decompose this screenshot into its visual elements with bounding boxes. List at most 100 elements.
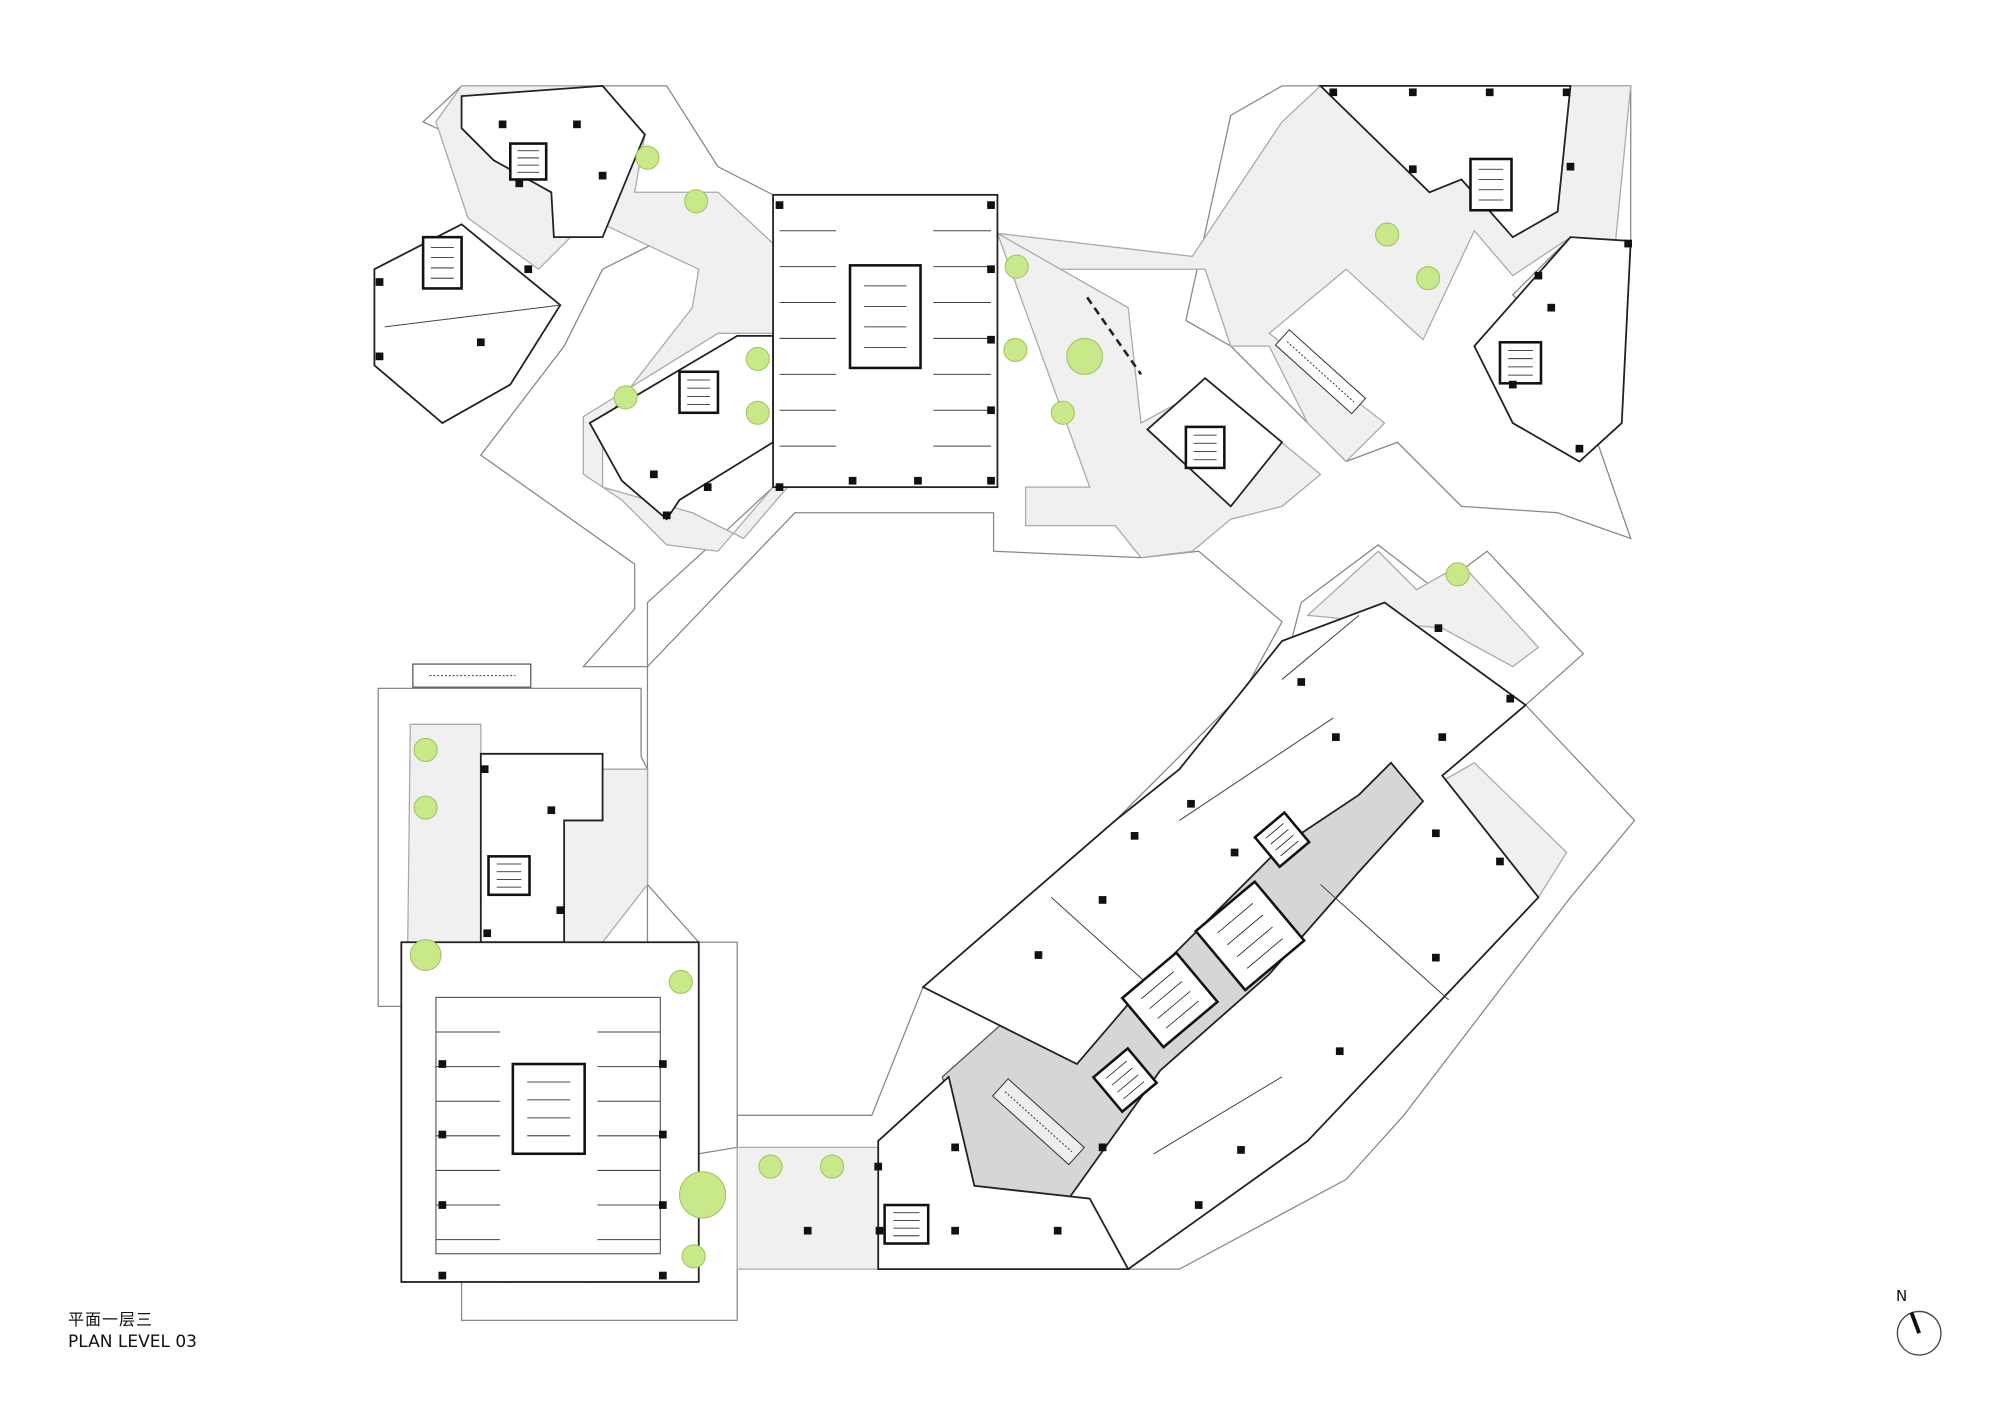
column-marker [987,476,995,485]
stair-outline [509,142,548,181]
stair-outline [421,235,463,290]
north-arrow [1896,1310,1942,1356]
tree-icon [681,1244,706,1269]
column-marker [547,806,556,815]
column-marker [524,265,533,274]
building-nw-upper [460,84,646,239]
unit-block-outline [435,996,661,1255]
column-marker [1335,1047,1344,1056]
column-marker [848,476,857,485]
stair-tread [1265,823,1284,839]
stair-outline [883,1203,930,1245]
column-marker [438,1271,447,1280]
stair-core [1469,157,1513,212]
stair-core [487,855,531,897]
column-marker [598,171,607,180]
plan-title-chinese: 平面一层三 [68,1310,154,1329]
stair-outline [1184,425,1226,470]
column-marker [987,335,995,344]
column-marker [1562,88,1571,97]
outer-site-boundary-east [1185,85,1632,540]
tree-icon [1004,254,1029,279]
column-marker [515,179,524,188]
plan-title-english: PLAN LEVEL 03 [68,1332,197,1352]
tree-icon [678,1171,727,1219]
column-marker [987,406,995,415]
column-marker [875,1226,884,1235]
room-partition [1153,1076,1283,1155]
column-marker [914,476,922,485]
building-s-corner [877,1075,1130,1271]
tree-icon [1445,562,1470,587]
tree-icon [1375,222,1400,247]
dashed-edge [1086,296,1143,376]
stair-outline [848,264,922,370]
column-marker [874,1162,883,1171]
tree-icon [1050,400,1075,425]
stair-tread [1275,834,1294,851]
column-marker [438,1201,447,1209]
room-partition [384,304,561,328]
column-marker [951,1143,959,1152]
column-marker [483,929,492,938]
column-marker [1408,165,1417,174]
stair-core [1120,950,1220,1049]
stair-tread [1237,926,1273,957]
tree-icon [613,385,638,410]
stair-tread [1123,1081,1145,1100]
stair-tread [1270,829,1289,845]
interior-partitions [384,230,1450,1255]
column-marker [476,338,485,347]
stair-tread [1157,990,1191,1019]
plaza-se-terrace [1306,550,1540,668]
column-marker [1329,88,1338,97]
stair-core [421,235,463,290]
outer-site-boundary-north [421,85,774,668]
north-arrow-label: N [1896,1287,1908,1305]
stair-core [1498,341,1543,385]
stair-tread [1280,840,1299,857]
tree-icon [1003,337,1028,363]
column-marker [658,1271,667,1280]
stair-outline [1253,810,1311,869]
tree-icon [745,346,770,371]
column-marker [1432,829,1440,838]
column-marker [987,201,995,209]
stair-core [1253,810,1311,869]
stair-tread [1165,1000,1199,1029]
stair-outline [487,855,531,897]
column-marker [658,1201,667,1209]
stair-core [848,264,922,370]
column-marker [1624,239,1633,248]
column-marker [438,1130,447,1139]
column-marker [1237,1146,1245,1154]
column-marker [1547,303,1556,312]
building-ne-lower [1473,236,1632,463]
column-marker [803,1226,812,1235]
column-marker [556,906,565,915]
buildings [373,84,1632,1283]
tree-icon [409,939,442,971]
column-marker [650,470,658,479]
plaza-s-courtyard [736,1146,879,1270]
column-marker [775,201,784,209]
column-marker [1496,857,1504,866]
stair-outline [678,370,720,415]
column-marker [1434,624,1443,633]
column-marker [375,278,384,286]
building-se-main [921,601,1540,1271]
tree-icon [1066,337,1104,375]
column-marker [1575,444,1584,453]
stair-core [509,142,548,181]
stair-core [883,1203,930,1245]
column-marker [1506,694,1515,703]
stair-outline [511,1062,586,1156]
stair-tread [1217,903,1254,934]
room-partition [1281,614,1360,680]
column-marker [662,511,671,520]
stair-tread [1246,938,1283,969]
escalator-southeast [991,1078,1086,1166]
column-marker [438,1060,447,1068]
stair-tread [1227,914,1263,946]
